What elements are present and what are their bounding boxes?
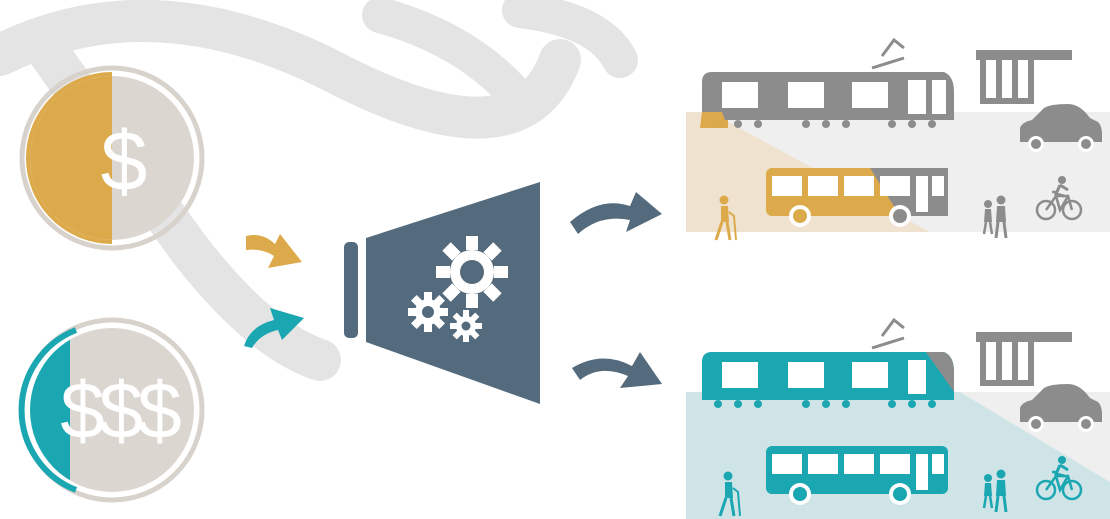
bus-shelter-icon	[976, 50, 1072, 104]
coin-small-symbol: $	[101, 114, 148, 208]
low-funding-scenario	[686, 37, 1110, 242]
large-gear-icon	[436, 236, 508, 308]
upper-output-arrow	[570, 192, 662, 234]
gold-input-arrow	[246, 234, 302, 268]
triple-dollar-coin-icon: $$$	[18, 317, 205, 503]
dollar-coin-icon: $	[19, 65, 205, 251]
bus-icon	[766, 446, 948, 505]
streetcar-icon	[700, 37, 954, 128]
bus-shelter-icon	[976, 332, 1072, 386]
teal-input-arrow	[244, 308, 304, 348]
high-funding-scenario	[686, 317, 1110, 519]
small-gear-icon	[450, 310, 482, 342]
streetcar-icon	[702, 317, 954, 408]
funnel-gears-icon	[344, 182, 540, 404]
medium-gear-icon	[408, 292, 448, 332]
lower-output-arrow	[572, 352, 662, 388]
coin-large-symbol: $$$	[60, 366, 181, 455]
bus-icon	[766, 168, 948, 227]
